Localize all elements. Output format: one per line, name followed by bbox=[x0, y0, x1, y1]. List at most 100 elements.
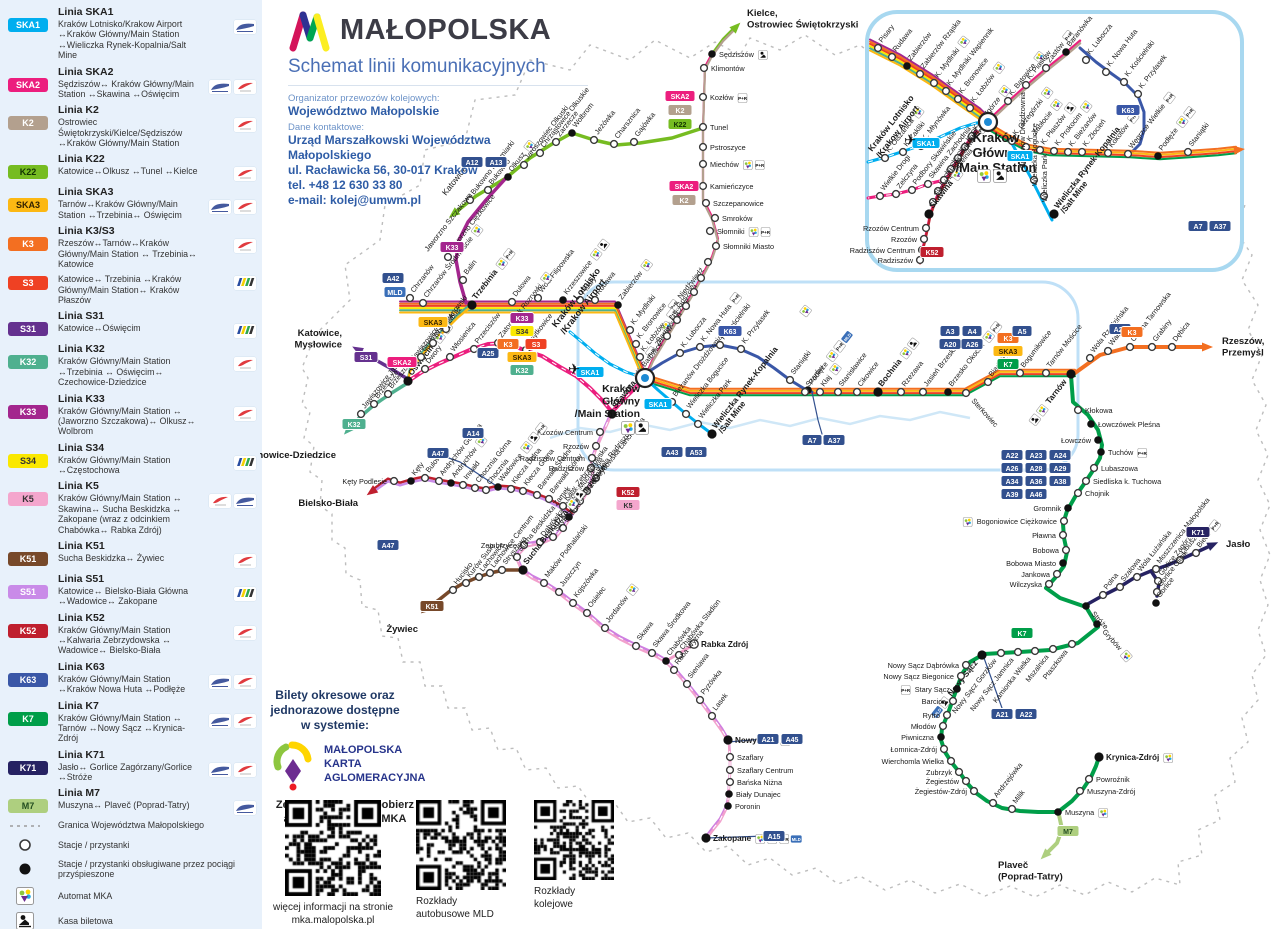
station-dot bbox=[586, 463, 596, 473]
line-badge-A7: A7 bbox=[801, 434, 823, 446]
station-dot bbox=[469, 344, 479, 354]
svg-text:MLD: MLD bbox=[387, 290, 402, 297]
station-dot bbox=[582, 486, 592, 496]
station-label: Radziszów bbox=[549, 464, 585, 473]
line-badge-S51: S51 bbox=[8, 584, 48, 599]
station-dot bbox=[939, 175, 949, 185]
station-dot bbox=[891, 189, 901, 199]
malopolska-logo-icon bbox=[289, 11, 330, 52]
line-route: Kraków Główny/Main Station ↔ (Jaworzno S… bbox=[58, 405, 196, 437]
contact-line: e-mail: kolej@umwm.pl bbox=[288, 193, 422, 207]
svg-text:SKA1: SKA1 bbox=[649, 402, 668, 409]
station-dot bbox=[1041, 368, 1051, 378]
station-dot bbox=[1021, 80, 1031, 90]
station-dot bbox=[785, 375, 795, 385]
transit-line-k7-south bbox=[1044, 373, 1104, 609]
station: Powroźnik bbox=[1084, 774, 1130, 784]
station-dot bbox=[873, 387, 883, 397]
mka-icon bbox=[590, 248, 603, 261]
svg-text:K22: K22 bbox=[674, 122, 687, 129]
station-dot bbox=[698, 142, 708, 152]
station-dot bbox=[458, 275, 468, 285]
line-route: Kraków Główny/Main Station ↔Kalwaria Zeb… bbox=[58, 624, 171, 656]
line-route: Sucha Beskidzka↔ Żywiec bbox=[58, 552, 165, 563]
station-label: Młodów bbox=[911, 722, 937, 731]
station-dot bbox=[554, 587, 564, 597]
line-badge-A36: A36 bbox=[1024, 475, 1048, 487]
station-dot bbox=[474, 572, 484, 582]
station-dot bbox=[629, 137, 639, 147]
station: Grybów bbox=[1093, 620, 1133, 663]
station: Radziszów bbox=[549, 463, 596, 473]
svg-text:A47: A47 bbox=[382, 543, 395, 550]
station-dot bbox=[699, 63, 709, 73]
station-dot bbox=[558, 523, 568, 533]
station-label: Kłokowa bbox=[1085, 406, 1114, 415]
station-dot bbox=[953, 153, 963, 163]
air-icon: ✈ bbox=[904, 133, 916, 149]
station-label: Szczepanowice bbox=[713, 199, 764, 208]
station-dot bbox=[928, 197, 938, 207]
koleje-slaskie-icon bbox=[234, 276, 256, 291]
line-badge-K7: K7 bbox=[996, 358, 1020, 370]
line-badge-A20: A20 bbox=[938, 338, 962, 350]
transit-line-k3-east bbox=[1073, 342, 1213, 375]
station: Szaflary Centrum bbox=[725, 765, 793, 775]
map-label-text: Katowice,Mysłowice bbox=[294, 328, 342, 351]
svg-text:P+R: P+R bbox=[761, 230, 771, 235]
station-dot bbox=[977, 650, 987, 660]
station-dot bbox=[551, 137, 561, 147]
svg-text:✈: ✈ bbox=[904, 133, 916, 149]
station-label: Balin bbox=[461, 258, 478, 276]
svg-text:P+R: P+R bbox=[992, 322, 1002, 333]
station-dot bbox=[961, 388, 971, 398]
svg-text:A21: A21 bbox=[762, 737, 775, 744]
station-dot bbox=[1049, 146, 1059, 156]
station: Smroków bbox=[710, 213, 753, 223]
station-label: Radziszów Centrum bbox=[850, 246, 915, 255]
station: Chojnik bbox=[1073, 488, 1110, 498]
operator-icons bbox=[206, 455, 256, 470]
line-arrowhead bbox=[448, 207, 461, 218]
station: Tarnów bbox=[1028, 369, 1076, 426]
svg-text:A26: A26 bbox=[1006, 466, 1019, 473]
polregio-icon bbox=[234, 625, 256, 640]
svg-text:A37: A37 bbox=[828, 438, 841, 445]
station-dot bbox=[1125, 342, 1135, 352]
svg-text:K33: K33 bbox=[516, 316, 529, 323]
svg-text:A21: A21 bbox=[996, 712, 1009, 719]
station-dot bbox=[954, 767, 964, 777]
map-label-text: Żywiec bbox=[386, 624, 418, 635]
station-label: Zembrzyce bbox=[481, 541, 517, 550]
station-dot bbox=[1119, 77, 1129, 87]
mka-icon bbox=[977, 169, 991, 183]
station-dot bbox=[725, 790, 733, 798]
line-badge-K71: K71 bbox=[8, 760, 48, 775]
svg-text:A45: A45 bbox=[786, 737, 799, 744]
svg-text:S3: S3 bbox=[532, 342, 541, 349]
station-dot bbox=[983, 377, 993, 387]
station-dot bbox=[698, 181, 708, 191]
svg-text:SKA3: SKA3 bbox=[424, 320, 443, 327]
mka-icon bbox=[433, 331, 446, 344]
line-badge-K63: K63 bbox=[1115, 104, 1141, 116]
line-badge-K32: K32 bbox=[509, 364, 535, 376]
transit-line-k7-krynica bbox=[1056, 755, 1101, 814]
station-label: Rabka Zdrój bbox=[701, 640, 748, 649]
station-dot bbox=[698, 159, 708, 169]
operator-icons bbox=[206, 276, 256, 291]
line-badge-K52: K52 bbox=[919, 246, 945, 258]
mka-icon bbox=[748, 227, 759, 237]
mka-name-line: MAŁOPOLSKA bbox=[324, 744, 403, 757]
line-badge-A3: A3 bbox=[939, 325, 961, 337]
station-dot bbox=[1097, 448, 1105, 456]
line-arrowhead bbox=[1040, 848, 1052, 860]
train-operator-icon bbox=[234, 494, 256, 509]
